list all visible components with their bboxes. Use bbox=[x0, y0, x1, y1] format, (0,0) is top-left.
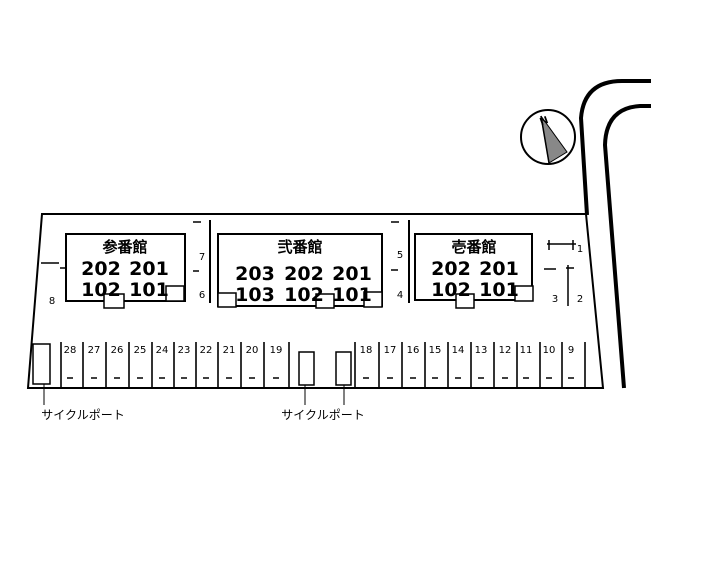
room-number: 101 bbox=[129, 279, 169, 301]
space-number: 10 bbox=[543, 345, 556, 356]
space-number: 15 bbox=[429, 345, 442, 356]
space-number: 12 bbox=[499, 345, 512, 356]
space-number: 22 bbox=[200, 345, 213, 356]
building-name: 壱番館 bbox=[451, 238, 496, 256]
space-number: 25 bbox=[134, 345, 147, 356]
cycle-port-label: サイクルポート bbox=[41, 408, 124, 422]
space-number: 21 bbox=[223, 345, 236, 356]
room-number: 203 bbox=[235, 263, 275, 285]
space-number: 27 bbox=[88, 345, 101, 356]
room-number: 102 bbox=[81, 279, 121, 301]
space-number: 7 bbox=[199, 252, 205, 263]
space-number: 13 bbox=[475, 345, 488, 356]
room-number: 103 bbox=[235, 284, 275, 306]
space-number: 26 bbox=[111, 345, 124, 356]
space-number: 16 bbox=[407, 345, 420, 356]
space-number: 19 bbox=[270, 345, 283, 356]
room-number: 202 bbox=[431, 258, 471, 280]
room-number: 102 bbox=[431, 279, 471, 301]
building-nibankan: 弐番館 203 202 201 103 102 101 bbox=[217, 233, 383, 309]
room-number: 101 bbox=[479, 279, 519, 301]
space-number: 14 bbox=[452, 345, 465, 356]
room-number: 202 bbox=[81, 258, 121, 280]
cycle-port-center: サイクルポート bbox=[281, 351, 365, 422]
building-name: 弐番館 bbox=[277, 238, 322, 256]
space-number: 24 bbox=[156, 345, 169, 356]
compass-letter: N bbox=[538, 115, 550, 128]
side-parking-markings bbox=[41, 220, 576, 306]
bottom-parking-row: 28 27 26 25 24 23 22 21 20 19 18 17 16 15 14 13 12 11 10 9 bbox=[60, 342, 586, 388]
building-sanbankan: 参番館 202 201 102 101 bbox=[65, 233, 186, 309]
space-number: 3 bbox=[552, 294, 558, 305]
space-number: 28 bbox=[64, 345, 77, 356]
space-number: 11 bbox=[520, 345, 533, 356]
space-number: 6 bbox=[199, 290, 205, 301]
space-number: 4 bbox=[397, 290, 403, 301]
space-number: 8 bbox=[49, 296, 55, 307]
parking-lot-outline bbox=[26, 213, 605, 389]
room-number: 201 bbox=[332, 263, 372, 285]
room-number: 101 bbox=[332, 284, 372, 306]
space-number: 9 bbox=[568, 345, 574, 356]
side-space-numbers: 8 7 6 5 4 3 2 1 bbox=[49, 244, 583, 307]
space-number: 20 bbox=[246, 345, 259, 356]
space-number: 1 bbox=[577, 244, 583, 255]
space-number: 2 bbox=[577, 294, 583, 305]
room-number: 201 bbox=[479, 258, 519, 280]
room-number: 202 bbox=[284, 263, 324, 285]
room-number: 102 bbox=[284, 284, 324, 306]
north-compass-icon: N bbox=[520, 109, 576, 165]
space-number: 18 bbox=[360, 345, 373, 356]
space-number: 5 bbox=[397, 250, 403, 261]
cycle-port-label: サイクルポート bbox=[281, 408, 364, 422]
space-number: 23 bbox=[178, 345, 191, 356]
room-number: 201 bbox=[129, 258, 169, 280]
space-number: 17 bbox=[384, 345, 397, 356]
cycle-port-left: サイクルポート bbox=[32, 343, 125, 422]
building-ichibankan: 壱番館 202 201 102 101 bbox=[414, 233, 534, 309]
road-inner-edge bbox=[602, 104, 651, 389]
road-outer-edge bbox=[578, 79, 651, 216]
building-name: 参番館 bbox=[102, 238, 147, 256]
